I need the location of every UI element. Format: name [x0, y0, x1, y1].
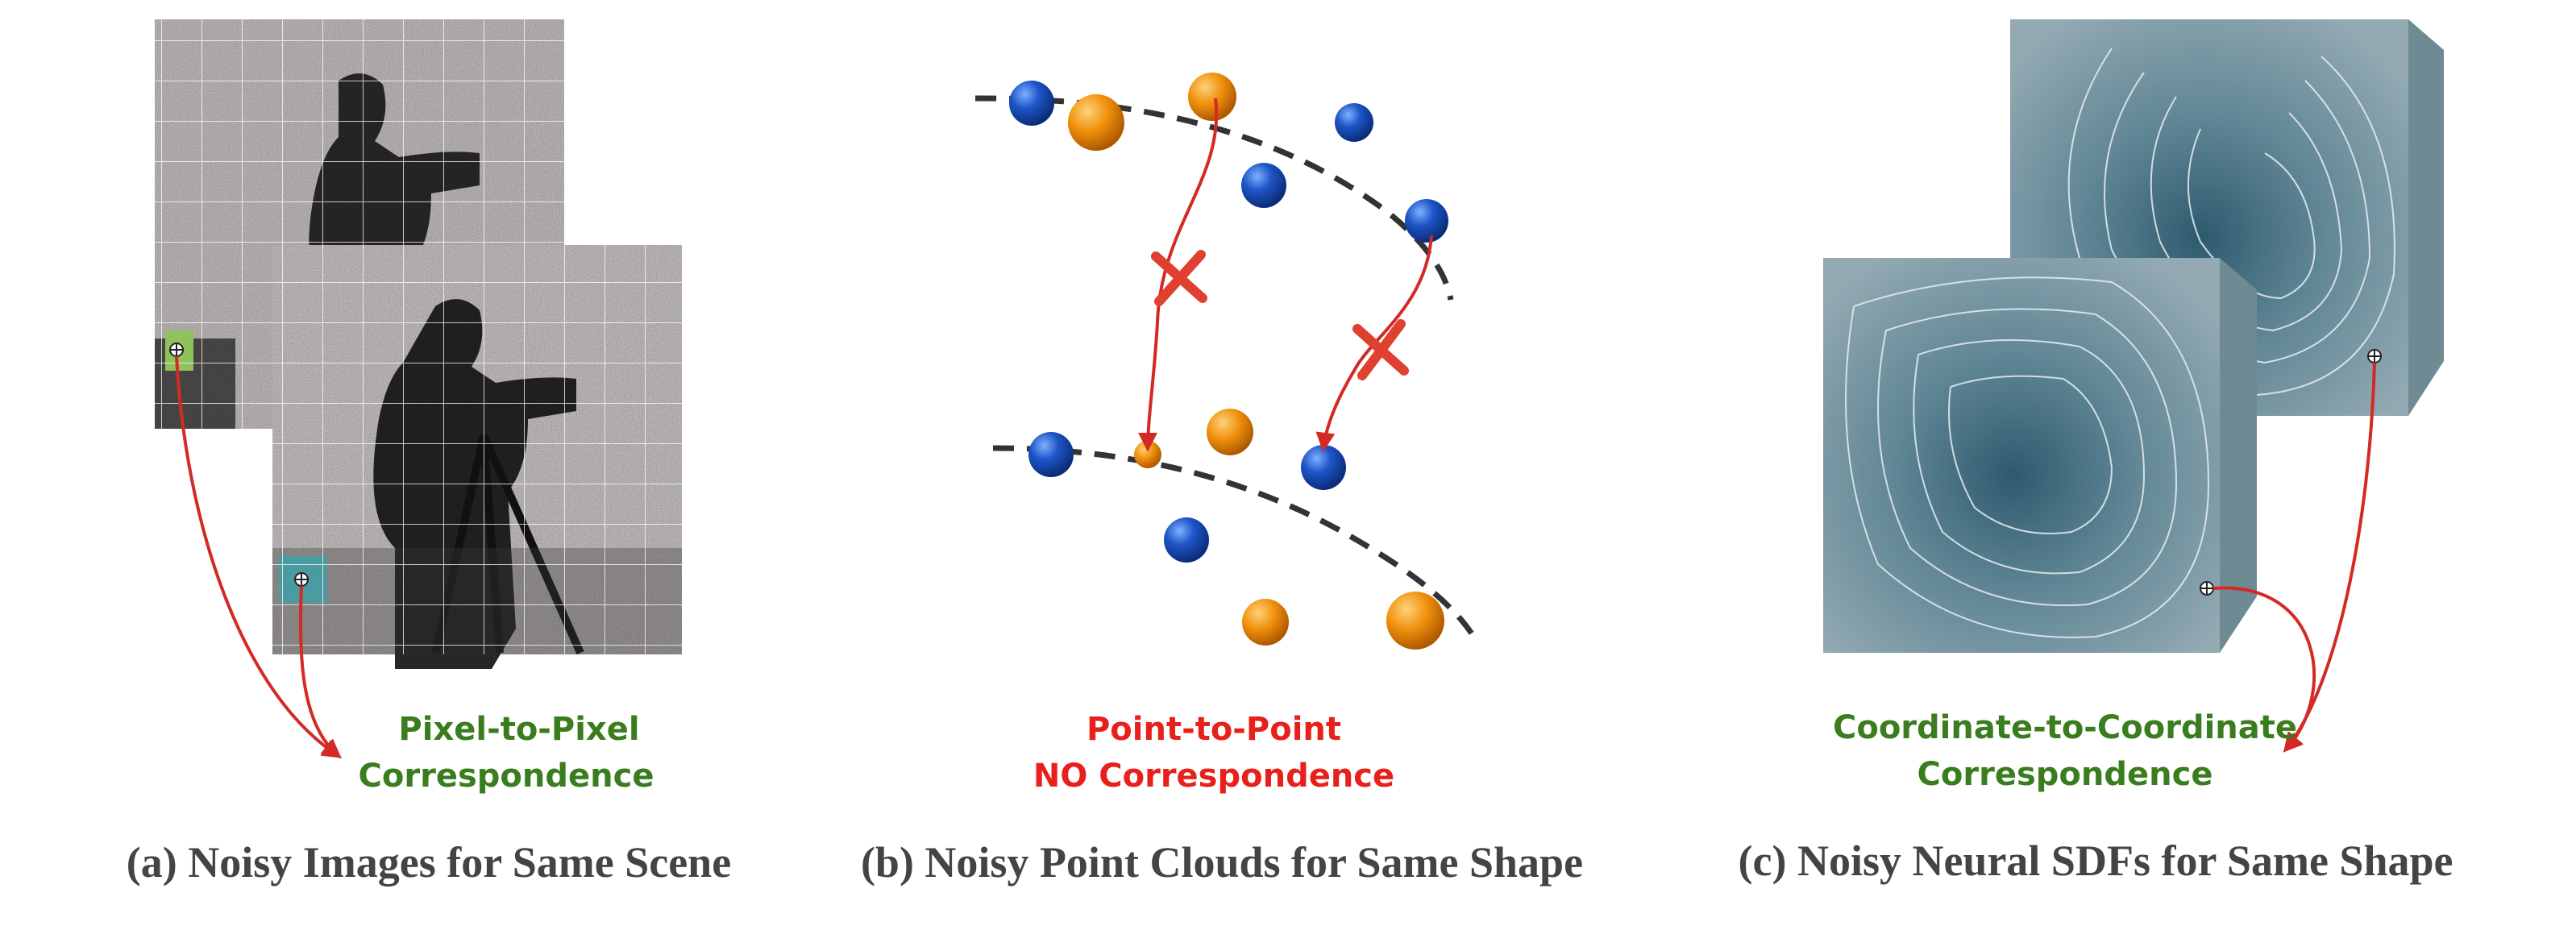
- point-blue: [1301, 445, 1346, 490]
- point-orange: [1188, 73, 1236, 121]
- panel-b-caption: (b) Noisy Point Clouds for Same Shape: [861, 838, 1583, 887]
- pixel-marker-front: [294, 572, 309, 587]
- noisy-image-front: [272, 245, 682, 669]
- panel-c-caption: (c) Noisy Neural SDFs for Same Shape: [1739, 837, 2453, 885]
- noisy-image-back: [155, 19, 564, 429]
- point-orange: [1207, 409, 1253, 455]
- point-orange: [1386, 592, 1444, 650]
- panel-c-label-line1: Coordinate-to-Coordinate: [1833, 709, 2297, 746]
- cross-mark-icon: [1352, 319, 1409, 380]
- point-orange: [1068, 94, 1124, 151]
- point-blue: [1028, 432, 1074, 477]
- point-orange: [1242, 599, 1289, 646]
- panel-c: Coordinate-to-Coordinate Correspondence …: [1739, 19, 2453, 885]
- panel-a-label-line2: Correspondence: [359, 758, 654, 795]
- cross-mark-icon: [1151, 250, 1207, 306]
- panel-a-caption: (a) Noisy Images for Same Scene: [127, 838, 731, 887]
- panel-a: Pixel-to-Pixel Correspondence (a) Noisy …: [127, 19, 731, 887]
- surface-curve-top: [974, 95, 1454, 301]
- point-blue: [1405, 199, 1448, 243]
- point-blue: [1335, 103, 1373, 142]
- point-blue: [1164, 517, 1209, 563]
- point-blue: [1009, 81, 1054, 126]
- correspondence-arrow-front: [298, 585, 342, 759]
- pixel-marker-back: [169, 343, 184, 357]
- panel-b-label-line1: Point-to-Point: [1086, 711, 1341, 748]
- correspondence-arrow-front: [2212, 586, 2316, 753]
- coordinate-marker-front: [2200, 581, 2214, 596]
- point-blue: [1241, 163, 1286, 208]
- panel-b-label-line2: NO Correspondence: [1033, 758, 1394, 795]
- sdf-cube-front: [1823, 258, 2257, 653]
- correspondence-arrow-back: [175, 355, 343, 758]
- panel-a-label-line1: Pixel-to-Pixel: [398, 711, 639, 748]
- panel-c-label-line2: Correspondence: [1917, 756, 2213, 793]
- surface-curve-bottom: [992, 445, 1480, 643]
- coordinate-marker-back: [2367, 349, 2382, 363]
- panel-b: Point-to-Point NO Correspondence (b) Noi…: [861, 73, 1583, 887]
- mismatch-arrow-right: [1315, 235, 1433, 452]
- correspondence-arrow-back: [2283, 362, 2376, 753]
